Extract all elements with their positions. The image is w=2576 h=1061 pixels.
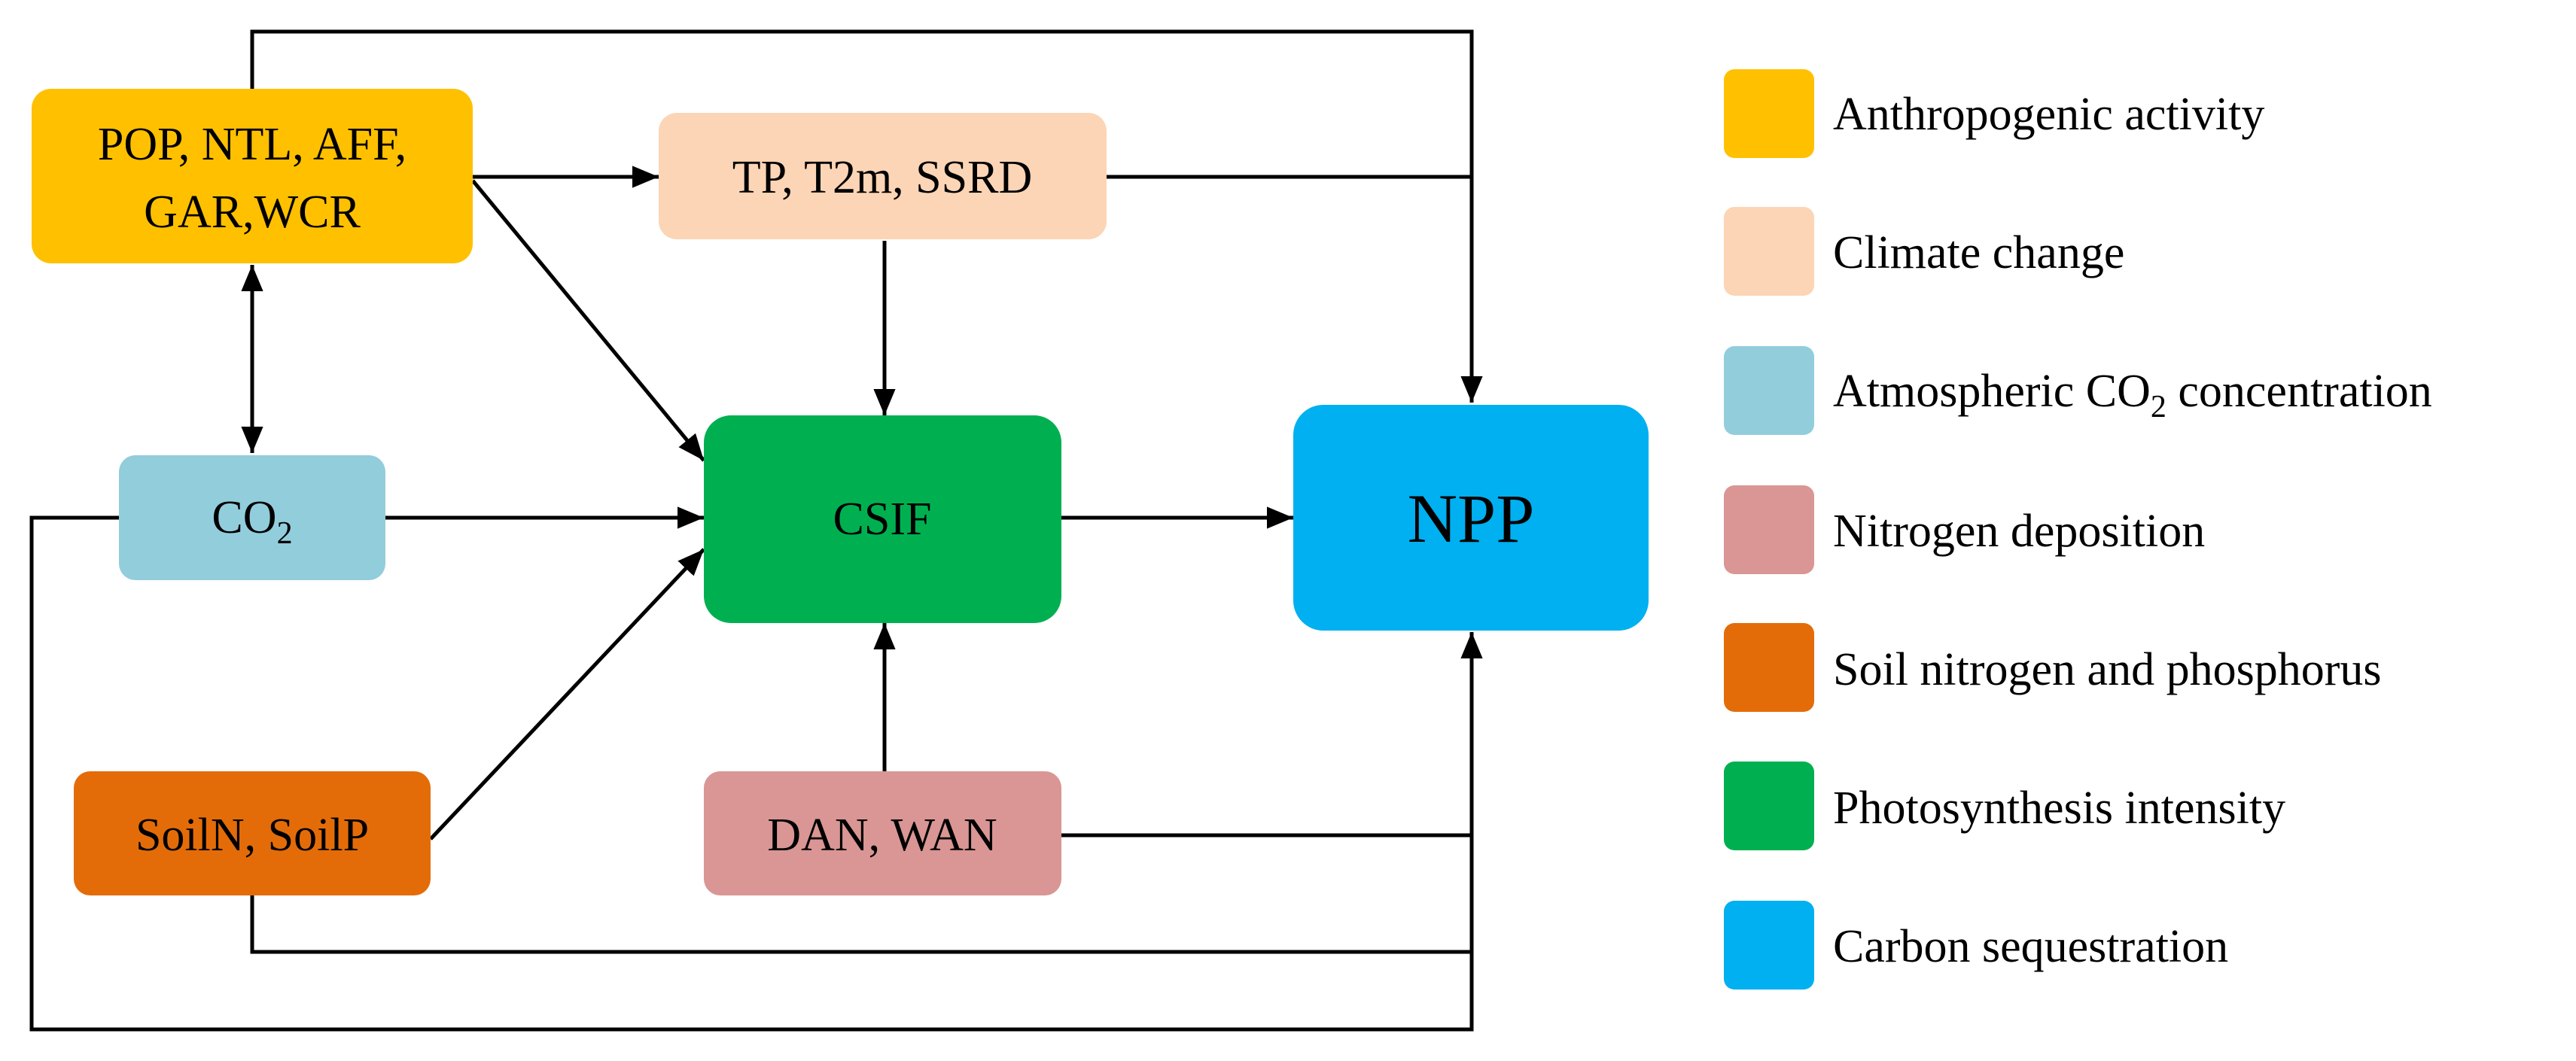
legend-label: Photosynthesis intensity [1833,783,2285,834]
edges [29,29,1483,1032]
legend-item-co2: Atmospheric CO2 concentration [1724,346,2432,435]
node-climate: TP, T2m, SSRD [659,113,1107,239]
legend-swatch [1724,485,1814,574]
node-co2-label-sub: 2 [277,516,293,551]
edge-anthropogenic-to-csif [471,179,705,462]
legend-swatch [1724,346,1814,435]
legend-item-climate: Climate change [1724,207,2124,296]
legend-swatch [1724,207,1814,296]
node-anthropogenic: POP, NTL, AFF, GAR,WCR [32,89,473,263]
legend-item-anthropogenic: Anthropogenic activity [1724,69,2264,158]
node-npp-label: NPP [1408,480,1535,557]
legend-label: Nitrogen deposition [1833,506,2205,557]
legend-item-soil: Soil nitrogen and phosphorus [1724,623,2381,712]
node-npp-box [1293,405,1649,631]
legend-label: Carbon sequestration [1833,921,2228,972]
legend: Anthropogenic activity Climate change At… [1724,69,2432,990]
node-anthropogenic-box [32,89,473,263]
node-csif-label: CSIF [833,494,932,545]
legend-swatch [1724,901,1814,990]
legend-label-sub: 2 [2151,390,2166,424]
node-co2: CO2 [119,455,385,580]
node-nitrogen: DAN, WAN [704,771,1061,895]
legend-label: Anthropogenic activity [1833,89,2264,140]
node-climate-box [659,113,1107,239]
node-nitrogen-box [704,771,1061,895]
legend-label: Soil nitrogen and phosphorus [1833,644,2381,695]
node-soil-label: SoilN, SoilP [135,810,369,861]
legend-swatch [1724,69,1814,158]
edge-anthropogenic-to-npp [250,29,1483,403]
legend-label-suffix: concentration [2166,366,2432,417]
legend-label: Atmospheric CO2 concentration [1833,366,2432,424]
node-co2-label: CO2 [212,492,292,551]
node-nitrogen-label: DAN, WAN [767,810,997,861]
node-anthropogenic-label-line1: POP, NTL, AFF, [98,119,406,170]
node-co2-label-main: CO [212,492,276,543]
node-csif: CSIF [704,415,1061,623]
legend-item-nitrogen: Nitrogen deposition [1724,485,2205,574]
legend-swatch [1724,623,1814,712]
node-anthropogenic-label-line2: GAR,WCR [144,187,361,238]
legend-item-photosynthesis: Photosynthesis intensity [1724,762,2285,850]
node-soil: SoilN, SoilP [74,771,431,895]
node-soil-box [74,771,431,895]
edge-soil-to-csif [429,548,705,841]
node-co2-box [119,455,385,580]
node-climate-label: TP, T2m, SSRD [732,152,1033,203]
node-npp: NPP [1293,405,1649,631]
edge-soil-to-npp [250,895,1472,954]
edge-co2-to-npp [29,515,1483,1032]
node-csif-box [704,415,1061,623]
legend-swatch [1724,762,1814,850]
legend-label-main: Atmospheric CO [1833,366,2151,417]
legend-label: Climate change [1833,227,2124,278]
legend-item-carbon: Carbon sequestration [1724,901,2228,990]
